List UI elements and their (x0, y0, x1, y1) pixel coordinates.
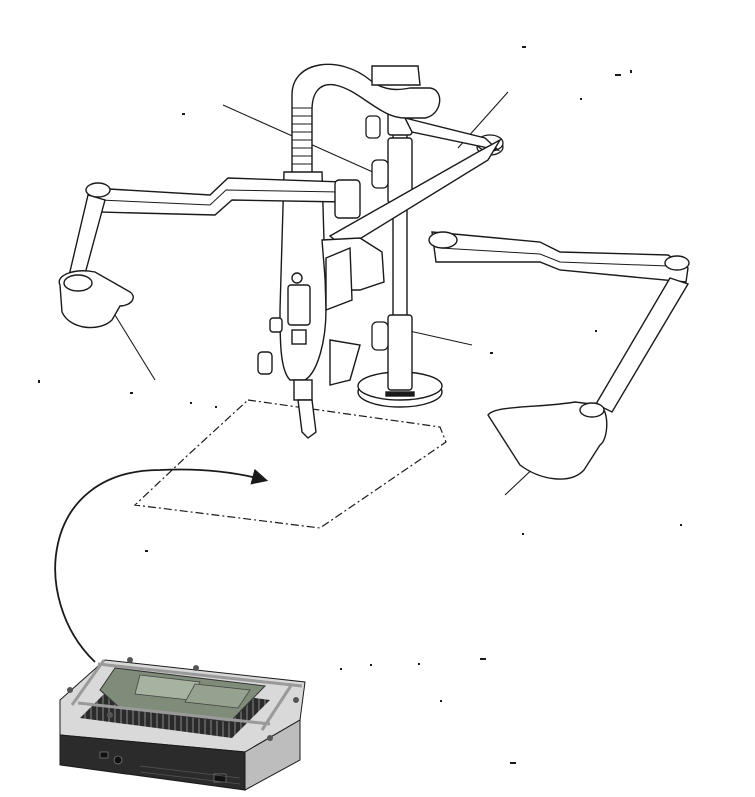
vertical-support-post (387, 89, 413, 391)
right-ir-heater-head (487, 401, 608, 480)
pcb-preheater-station (59, 657, 306, 791)
scan-speckles (38, 46, 682, 764)
hot-air-nozzle (257, 171, 385, 439)
curved-arrow (54, 468, 269, 663)
gooseneck-arm (291, 63, 441, 176)
left-ir-heater-head (58, 270, 134, 329)
pcb-working-area-outline (133, 399, 447, 529)
round-base (357, 371, 443, 408)
adjustment-knob (365, 115, 504, 351)
left-articulated-arm (67, 177, 361, 286)
right-articulated-arm (428, 231, 690, 413)
